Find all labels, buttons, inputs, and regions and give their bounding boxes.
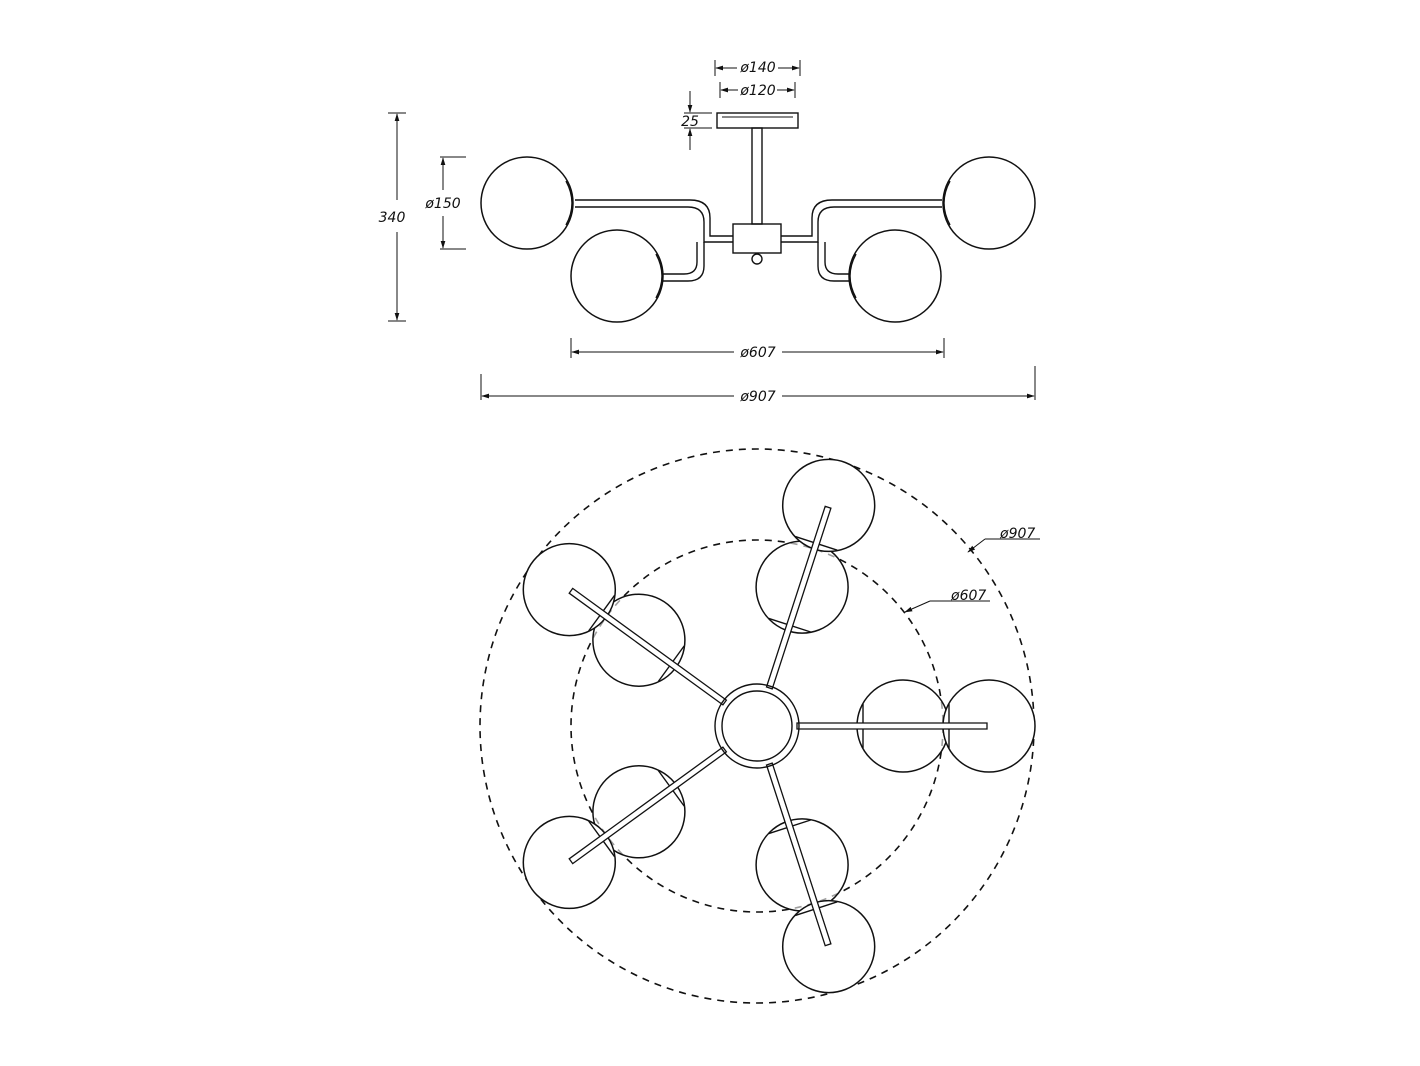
dim-globe-label: ø150: [424, 196, 460, 212]
left-arm-rear: [575, 199, 733, 243]
leader-outer-label: ø907: [999, 526, 1035, 542]
right-arm-rear: [781, 199, 942, 243]
top-view: ø907 ø607: [479, 448, 1040, 1004]
hub-inner-ring: [721, 690, 793, 762]
top-view-arms: [568, 505, 988, 947]
side-globe-right-rear: [942, 156, 1036, 250]
leader-outer: ø907: [967, 526, 1040, 553]
dim-globe: ø150: [424, 156, 466, 250]
leader-inner-label: ø607: [950, 588, 986, 604]
dim-total-height: 340: [379, 112, 406, 322]
arm-4: [568, 587, 728, 706]
dim-canopy-outer: ø140: [714, 60, 801, 76]
dim-outer-span: ø907: [480, 366, 1036, 405]
dim-inner-span: ø607: [570, 338, 945, 361]
arm-1: [796, 722, 988, 730]
dim-total-height-label: 340: [379, 210, 406, 226]
leader-inner: ø607: [904, 588, 990, 613]
canopy-plate: [716, 112, 799, 129]
arm-2: [765, 762, 832, 947]
hub-finial: [751, 253, 763, 265]
hub-outer-ring: [714, 683, 800, 769]
left-arm-front: [662, 242, 705, 282]
arm-3: [568, 746, 728, 865]
dim-canopy-height: 25: [681, 91, 712, 150]
right-arm-front: [817, 242, 858, 282]
globe-outer-4: [522, 542, 617, 637]
dim-canopy-inner-label: ø120: [739, 83, 775, 99]
globe-outer-3: [522, 815, 617, 910]
side-globe-left-front: [570, 229, 664, 323]
globe-outer-2: [781, 899, 876, 994]
dim-canopy-inner: ø120: [719, 82, 796, 99]
side-globe-right-front: [848, 229, 942, 323]
stem: [751, 127, 763, 225]
hub-body: [732, 223, 782, 254]
dim-canopy-height-label: 25: [681, 114, 699, 130]
side-globe-left-rear: [480, 156, 574, 250]
arm-5: [765, 505, 832, 690]
dim-inner-span-label: ø607: [739, 345, 775, 361]
dim-canopy-outer-label: ø140: [739, 60, 775, 76]
dim-outer-span-label: ø907: [739, 389, 775, 405]
globe-outer-5: [781, 458, 876, 553]
side-view: ø140 ø120 25 340: [379, 60, 1036, 405]
